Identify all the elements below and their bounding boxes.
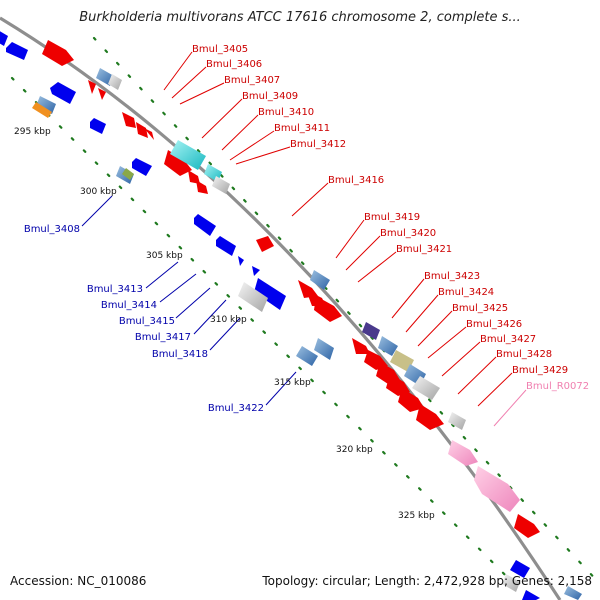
inner-tick-track [10,76,532,600]
gene-forward [416,404,444,430]
gene-reverse [6,42,28,60]
forward-gene-labels: Bmul_3405 Bmul_3406 Bmul_3407 Bmul_3409 … [192,44,568,376]
gene-reverse [252,266,260,276]
gene-forward-shaded [310,270,330,290]
gene-reverse-shaded [564,586,582,600]
gene-label: Bmul_3415 [119,316,175,327]
gene-forward [42,40,74,66]
forward-leader-lines [163,51,513,407]
reverse-strand-genes [0,31,582,600]
gene-label: Bmul_3413 [87,284,143,295]
gene-label: Bmul_3421 [396,244,452,255]
gene-reverse [522,590,540,600]
rna-gene-labels: Bmul_R0072 [526,381,589,392]
reverse-leader-lines [81,195,297,406]
gene-forward [196,180,208,194]
gene-label: Bmul_3411 [274,123,330,134]
position-labels: 295 kbp 300 kbp 305 kbp 310 kbp 315 kbp … [14,127,435,521]
gene-reverse [254,278,286,310]
gene-reverse-shaded [502,574,520,592]
gene-label: Bmul_3428 [496,349,552,360]
gene-label: Bmul_3417 [135,332,191,343]
map-title: Burkholderia multivorans ATCC 17616 chro… [79,10,521,25]
tick-label: 295 kbp [14,127,51,137]
gene-forward-cyan [170,140,206,170]
gene-forward [256,236,274,252]
gene-label: Bmul_3409 [242,91,298,102]
gene-forward [164,150,192,176]
gene-reverse [216,236,236,256]
tick-label: 320 kbp [336,445,373,455]
forward-strand-genes [42,40,540,538]
gene-forward [98,88,106,100]
gene-label: Bmul_R0072 [526,381,589,392]
gene-reverse-shaded [296,346,318,366]
gene-forward [88,80,96,94]
accession-text: Accession: NC_010086 [10,574,147,588]
gene-label: Bmul_3422 [208,403,264,414]
gene-label: Bmul_3425 [452,303,508,314]
gene-forward [122,112,136,128]
gene-reverse-shaded [238,282,268,312]
gene-forward [514,514,540,538]
gene-forward-rna [474,466,520,512]
gene-reverse-shaded [36,96,56,114]
gene-reverse [510,560,530,578]
gene-forward [352,338,370,354]
gene-reverse-orange [32,102,52,118]
gene-label: Bmul_3410 [258,107,314,118]
tick-label: 325 kbp [398,511,435,521]
gene-label: Bmul_3414 [101,300,157,311]
gene-reverse [50,82,76,104]
gene-forward [144,128,154,140]
gene-label: Bmul_3407 [224,75,280,86]
gene-forward-rna [448,440,478,466]
gene-label: Bmul_3405 [192,44,248,55]
gene-label: Bmul_3426 [466,319,522,330]
gene-forward-shaded [108,74,122,90]
rna-leader-lines [493,389,527,427]
gene-label: Bmul_3412 [290,139,346,150]
gene-forward-khaki [390,350,414,372]
gene-label: Bmul_3406 [206,59,262,70]
gene-label: Bmul_3427 [480,334,536,345]
tick-label: 310 kbp [210,315,247,325]
gene-reverse-olive [122,168,134,180]
gene-forward-shaded [212,176,230,194]
tick-label: 315 kbp [274,378,311,388]
gene-label: Bmul_3416 [328,175,384,186]
gene-reverse [238,256,244,266]
genome-summary-text: Topology: circular; Length: 2,472,928 bp… [262,574,592,588]
gene-reverse [0,31,8,46]
tick-label: 305 kbp [146,251,183,261]
gene-reverse [90,118,106,134]
gene-forward [398,388,424,412]
gene-label: Bmul_3408 [24,224,80,235]
gene-label: Bmul_3420 [380,228,436,239]
tick-label: 300 kbp [80,187,117,197]
gene-forward [314,296,342,322]
gene-forward [136,122,148,138]
outer-tick-track [92,36,600,586]
gene-forward-purple [362,322,380,340]
gene-forward-shaded [378,336,398,356]
gene-label: Bmul_3424 [438,287,494,298]
gene-reverse-shaded [314,338,334,360]
gene-label: Bmul_3429 [512,365,568,376]
gene-label: Bmul_3419 [364,212,420,223]
gene-label: Bmul_3418 [152,349,208,360]
gene-label: Bmul_3423 [424,271,480,282]
gene-forward-shaded [448,412,466,430]
gene-reverse [194,214,216,236]
reverse-gene-labels: Bmul_3408 Bmul_3413 Bmul_3414 Bmul_3415 … [24,224,264,414]
gene-forward [188,170,200,184]
gene-forward-shaded [412,376,440,400]
gene-reverse [132,158,152,176]
